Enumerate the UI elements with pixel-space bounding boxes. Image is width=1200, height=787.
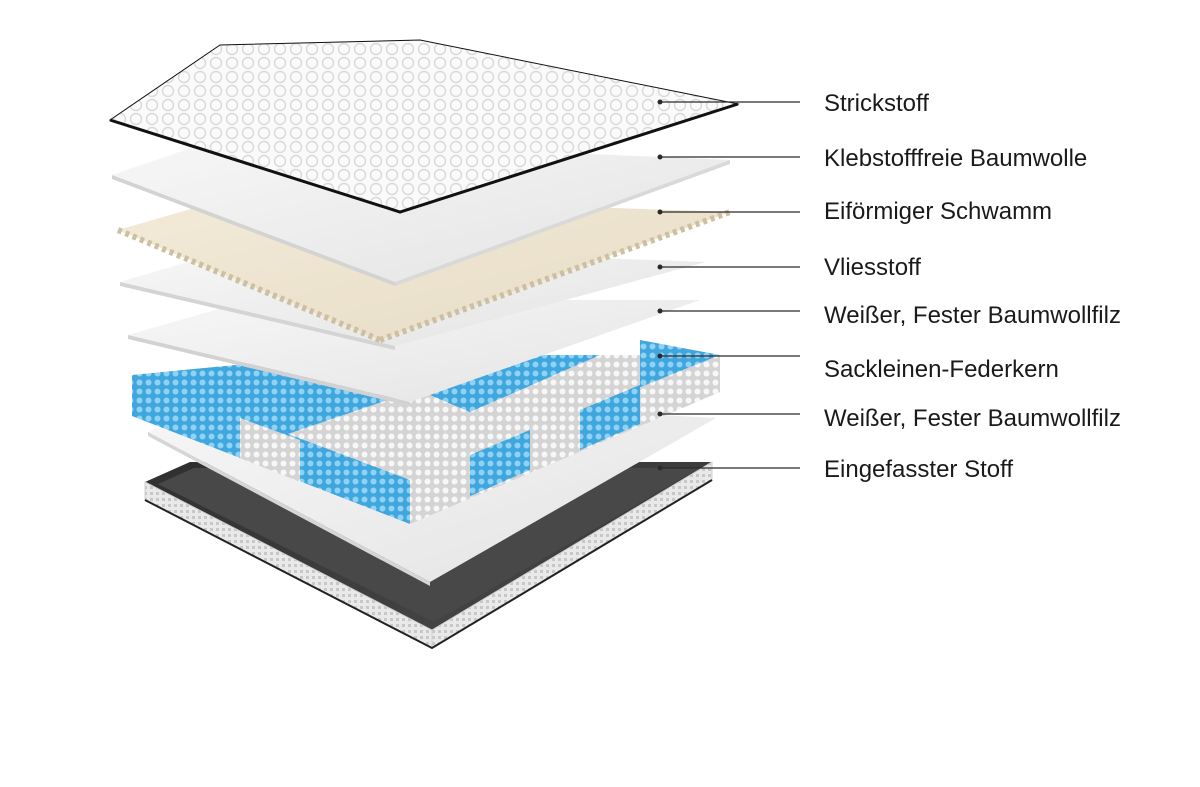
layer-sackleinen-federkern [132,340,720,524]
label-vliesstoff: Vliesstoff [824,254,921,281]
label-strickstoff: Strickstoff [824,90,929,117]
layer-baumwollfilz-oben [128,300,700,406]
label-eifoermiger-schwamm: Eiförmiger Schwamm [824,198,1053,225]
label-baumwollfilz-oben: Weißer, Fester Baumwollfilz [824,302,1121,329]
leader-lines [657,99,800,471]
leader-strickstoff [657,99,800,105]
label-baumwollfilz-unten: Weißer, Fester Baumwollfilz [824,405,1121,432]
leader-vliesstoff [657,264,800,270]
label-klebstofffreie-baumwolle: Klebstofffreie Baumwolle [824,145,1088,172]
label-sackleinen-federkern: Sackleinen-Federkern [824,356,1059,383]
leader-federkern [657,353,800,359]
leader-filz-unten [657,411,800,417]
leader-filz-oben [657,308,800,314]
leader-eifoermig [657,209,800,215]
label-eingefasster-stoff: Eingefasster Stoff [824,456,1013,483]
layer-strickstoff [108,39,740,214]
leader-klebstofffrei [657,154,800,160]
layer-klebstofffreie-baumwolle [112,138,730,286]
leader-eingefasst [657,465,800,471]
